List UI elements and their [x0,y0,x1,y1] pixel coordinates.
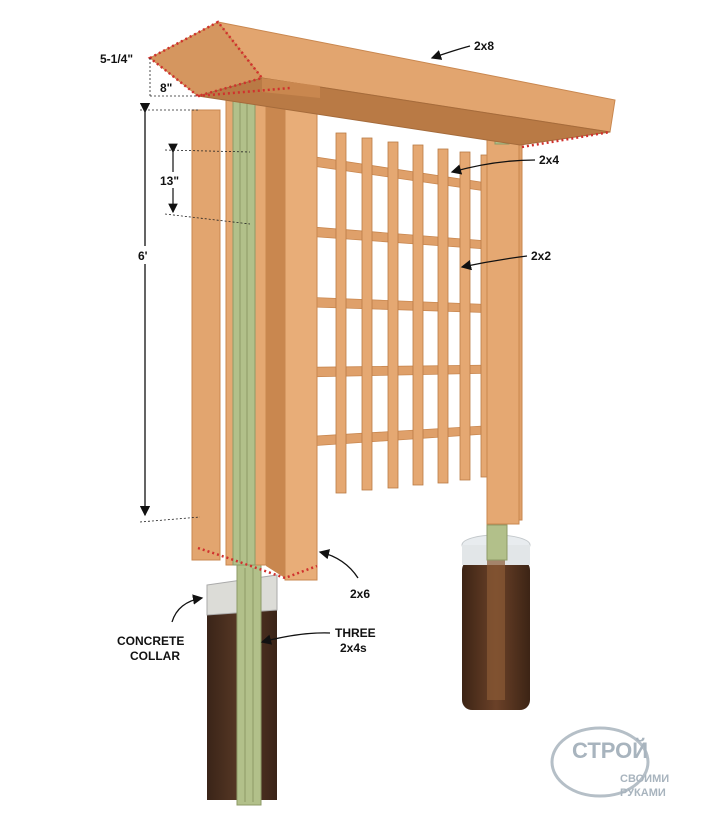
label-overhang-height: 5-1/4" [100,52,133,66]
slat-1 [335,132,347,494]
left-footing [206,564,278,806]
post-bottom-outline [197,546,318,580]
slat-5 [437,148,449,484]
right-core-buried [487,560,505,700]
beam-end-outline [147,20,265,98]
label-collar-line2: COLLAR [130,649,180,663]
watermark-line3: РУКАМИ [620,787,666,799]
left-front-board-2x6 [284,87,318,581]
left-post-core [232,59,256,566]
left-post-side [266,88,285,578]
label-height: 6' [138,249,148,263]
beam-bottom-outline [197,86,291,98]
label-core-line1: THREE [335,626,376,640]
label-rail: 2x4 [539,153,559,167]
label-top-beam: 2x8 [474,39,494,53]
left-back-post [191,109,221,561]
right-footing [461,524,531,710]
front-posts [225,59,520,581]
label-collar-line1: CONCRETE [117,634,184,648]
right-front-post [486,137,520,525]
watermark: СТРОЙ СВОИМИ РУКАМИ [550,726,669,799]
top-beam [149,21,616,146]
label-overhang-depth: 8" [160,81,172,95]
label-core-line2: 2x4s [340,641,367,655]
label-lattice: 2x2 [531,249,551,263]
beam-notch [262,78,320,98]
dim-rail-spacing: 13" [158,143,251,225]
watermark-logo-icon [550,726,650,798]
slat-4 [412,144,424,486]
slat-3 [387,141,399,489]
slat-2 [361,137,373,491]
label-rail-spacing: 13" [160,174,179,188]
dotted-outlines [147,20,611,580]
watermark-brand: СТРОЙ [572,738,648,763]
label-post-board: 2x6 [350,587,370,601]
watermark-line2: СВОИМИ [620,773,669,785]
left-core-posts [236,564,262,806]
callouts: 2x8 2x4 2x2 2x6 CONCRETE COLLAR THREE 2x… [117,39,559,663]
dim-overhang: 5-1/4" 8" [100,52,198,97]
dim-height: 6' [136,102,201,523]
right-core-posts [486,524,508,561]
lattice-slats [335,132,491,494]
slat-6 [459,151,471,481]
